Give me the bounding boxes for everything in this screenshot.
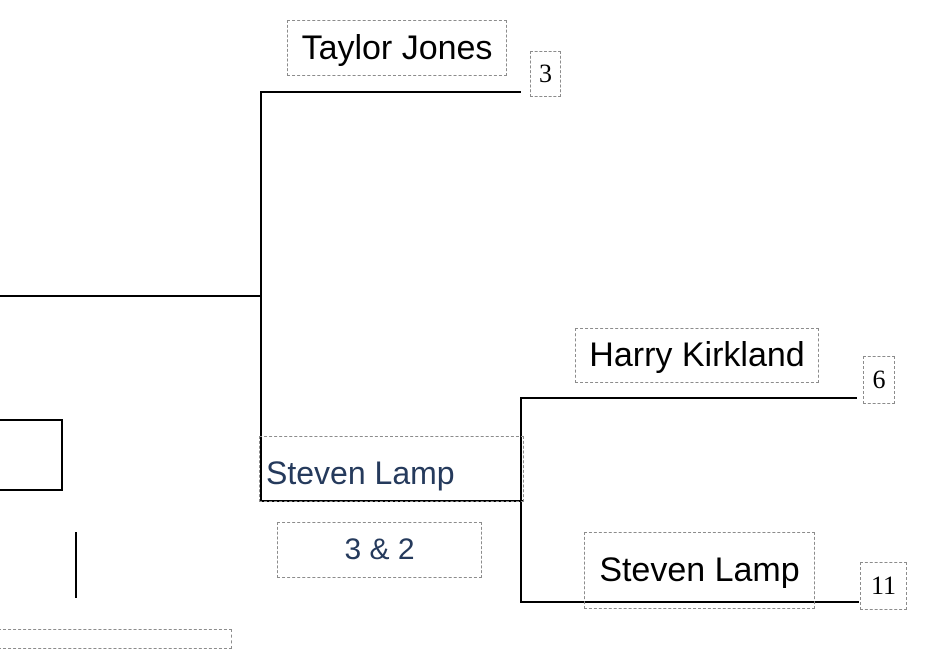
seed-taylor-jones: 3 <box>530 51 561 97</box>
left-incoming-line <box>0 295 262 297</box>
harry-kirkland-line <box>520 397 857 399</box>
seed-harry-kirkland: 6 <box>863 356 895 404</box>
player-name-steven-lamp: Steven Lamp <box>584 532 815 609</box>
partial-bracket-box <box>0 419 63 491</box>
taylor-jones-line <box>260 91 521 93</box>
partial-label-box <box>0 629 232 649</box>
partial-tick-line <box>75 532 77 598</box>
match-score: 3 & 2 <box>277 522 482 578</box>
winner-name-steven-lamp: Steven Lamp <box>259 436 524 502</box>
seed-steven-lamp: 11 <box>860 562 907 610</box>
player-name-harry-kirkland: Harry Kirkland <box>575 328 819 383</box>
steven-lamp-line <box>520 601 859 603</box>
player-name-taylor-jones: Taylor Jones <box>287 20 507 76</box>
round1-vertical-line <box>520 397 522 603</box>
round2-vertical-line <box>260 91 262 502</box>
